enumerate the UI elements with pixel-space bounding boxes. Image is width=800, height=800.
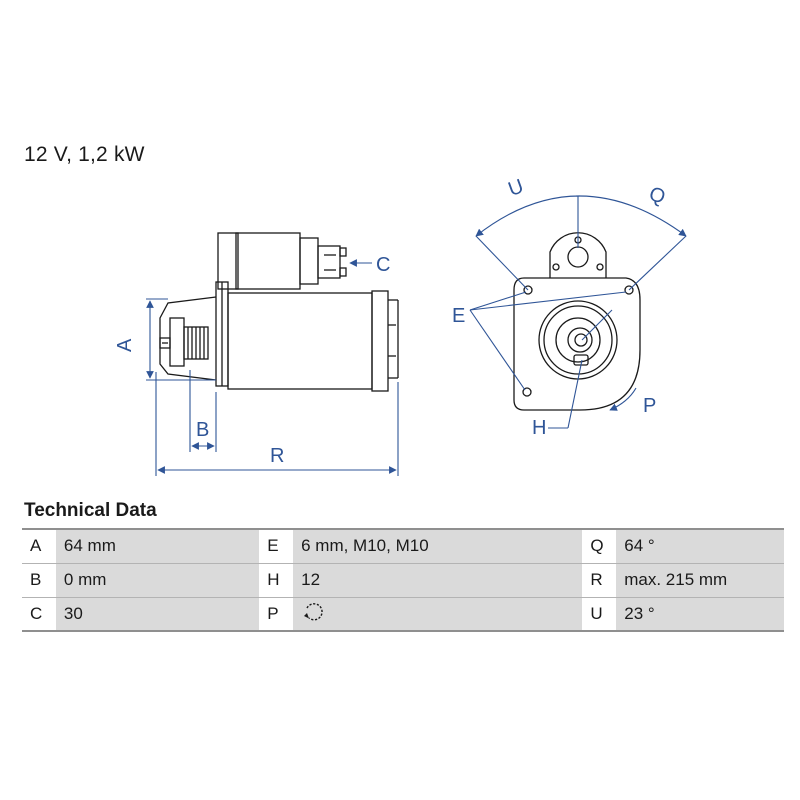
label-h: H — [532, 417, 546, 439]
starter-motor-drawing: A B R C U Q E H P — [114, 175, 687, 476]
table-row: C 30 P U 23 ° — [22, 597, 784, 632]
table-key: H — [259, 563, 294, 598]
table-value: 0 mm — [55, 563, 260, 598]
side-view — [159, 232, 399, 392]
table-row: A 64 mm E 6 mm, M10, M10 Q 64 ° — [22, 528, 784, 564]
label-e: E — [452, 305, 465, 327]
table-key: B — [22, 563, 56, 598]
table-value: max. 215 mm — [616, 563, 784, 598]
technical-data-table: A 64 mm E 6 mm, M10, M10 Q 64 ° B 0 mm H… — [22, 528, 784, 632]
voltage-power-spec: 12 V, 1,2 kW — [24, 143, 145, 166]
table-value: 64 ° — [616, 528, 784, 564]
table-value: 6 mm, M10, M10 — [293, 528, 583, 564]
label-a: A — [114, 338, 136, 352]
label-r: R — [270, 445, 284, 467]
table-value: 23 ° — [616, 597, 784, 632]
table-value: 12 — [293, 563, 583, 598]
table-key: R — [582, 563, 617, 598]
table-key: A — [22, 528, 56, 564]
table-key: U — [582, 597, 617, 632]
label-p: P — [643, 395, 656, 417]
clockwise-rotation-icon — [301, 599, 325, 628]
label-u: U — [505, 175, 526, 201]
table-key: E — [259, 528, 294, 564]
label-c: C — [376, 254, 390, 276]
technical-data-title: Technical Data — [24, 500, 157, 521]
table-value: 30 — [55, 597, 260, 632]
label-b: B — [196, 419, 209, 441]
table-row: B 0 mm H 12 R max. 215 mm — [22, 563, 784, 598]
table-key: Q — [582, 528, 617, 564]
table-key: P — [259, 597, 294, 632]
table-key: C — [22, 597, 56, 632]
label-q: Q — [646, 183, 668, 209]
table-value: 64 mm — [55, 528, 260, 564]
front-dimensions — [469, 195, 687, 429]
table-value — [293, 597, 583, 632]
side-dimensions — [146, 259, 399, 476]
